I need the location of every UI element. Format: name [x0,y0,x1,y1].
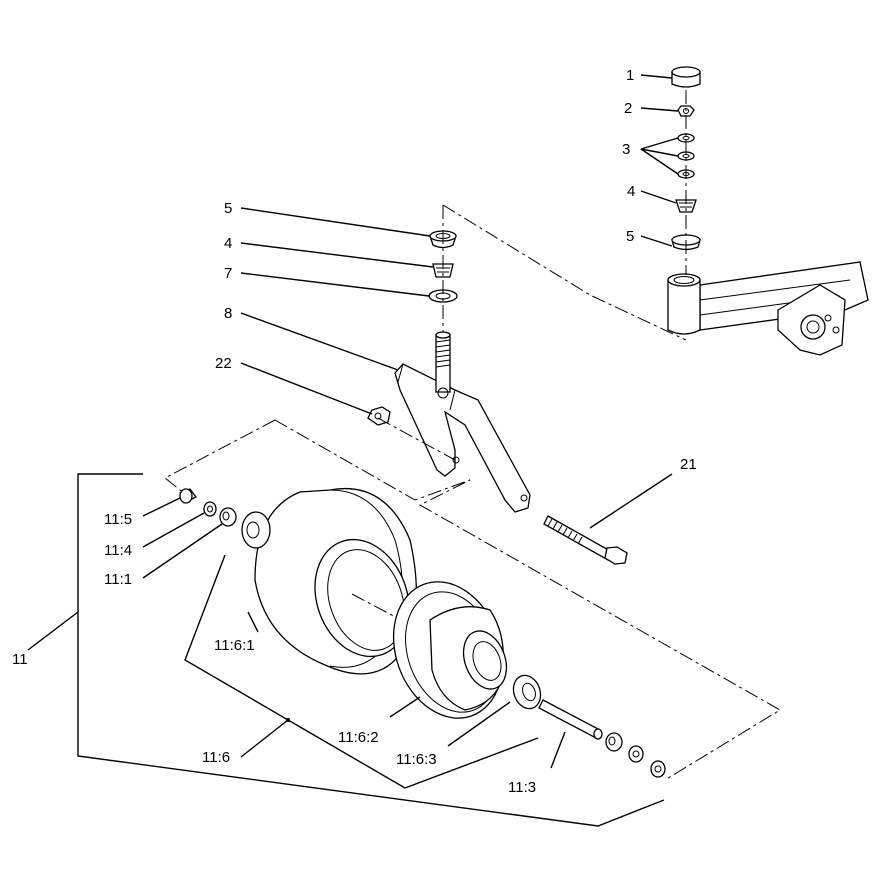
callout-5-upper: 5 [626,228,634,245]
bearing-cone-upper-part [675,199,697,213]
callout-1: 1 [626,67,634,84]
caster-housing [667,273,701,335]
left-washer-part [203,501,217,517]
callout-11-3: 11:3 [508,779,536,796]
callout-21: 21 [680,456,697,473]
callout-11-5: 11:5 [104,511,132,528]
right-bushing-part [605,732,623,752]
bearing-cone-part [432,263,454,278]
callout-labels: 1 2 3 4 5 5 4 7 8 22 21 11:5 11:4 11:1 1… [12,67,697,796]
callout-11-6-3: 11:6:3 [396,751,437,768]
leader-lines [142,74,679,789]
callout-11-1: 11:1 [104,571,132,588]
dash-line-b [274,419,781,781]
callout-8: 8 [224,305,232,322]
caster-fork-part [394,331,531,513]
callout-4-upper: 4 [627,183,635,200]
left-bearing-part [241,511,271,549]
group-bracket [77,473,665,827]
group-bracket-leader [27,611,79,651]
dash-line-c [377,417,456,461]
callout-3: 3 [622,141,630,158]
callout-7: 7 [224,265,232,282]
spacer-tube-part [538,699,603,740]
assembly-link-line [442,204,687,341]
callout-11-4: 11:4 [104,542,132,559]
grease-cap-part [179,488,197,504]
tire-part [254,488,421,675]
callout-11: 11 [12,651,28,668]
callout-22: 22 [215,355,232,372]
axle-bolt-part [543,515,628,565]
callout-11-6: 11:6 [202,749,230,766]
right-cap-part [650,760,666,778]
lock-nut-part [367,406,391,426]
callout-4: 4 [224,235,232,252]
left-bushing-part [219,507,237,527]
dash-line-a [164,419,276,495]
callout-2: 2 [624,100,632,117]
frame-arm [699,261,869,356]
dust-cap-part [671,66,701,88]
callout-5: 5 [224,200,232,217]
right-washer-part [628,745,644,763]
callout-11-6-1: 11:6:1 [214,637,255,654]
callout-11-6-2: 11:6:2 [338,729,379,746]
wheel-hub-part [392,581,508,719]
wheel-bearing-part [512,674,542,710]
